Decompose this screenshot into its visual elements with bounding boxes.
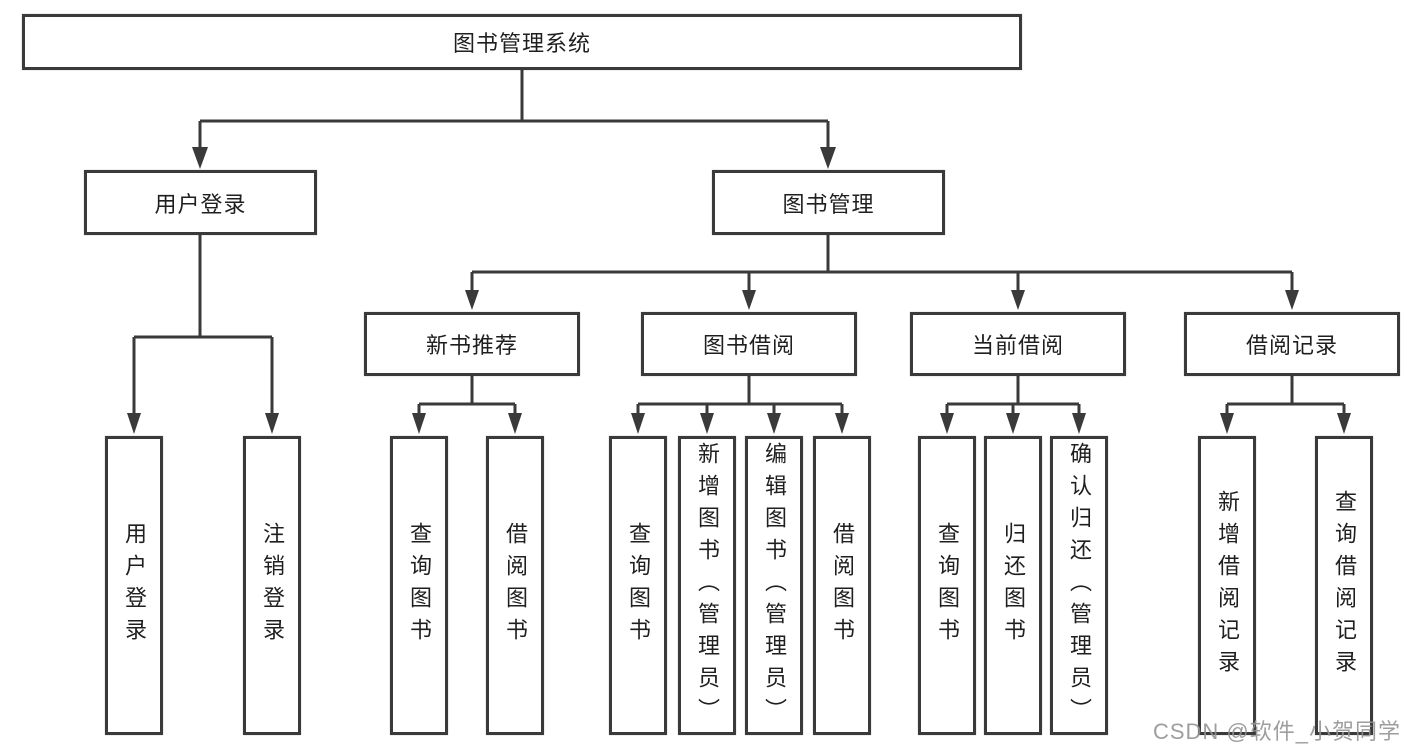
leaf-borrow-edit-books-admin: 编辑图书（管理员）	[745, 436, 803, 735]
node-label: 注销登录	[260, 521, 285, 650]
node-label: 查询借阅记录	[1332, 489, 1357, 682]
node-label: 图书管理系统	[452, 31, 591, 56]
node-label: 借阅图书	[503, 521, 528, 650]
connector-root-to-level2	[192, 70, 836, 169]
node-borrow-records: 借阅记录	[1184, 312, 1400, 376]
leaf-newbook-query-books: 查询图书	[390, 436, 448, 735]
node-label: 新增图书（管理员）	[695, 441, 720, 730]
leaf-borrow-add-books-admin: 新增图书（管理员）	[678, 436, 736, 735]
node-book-management: 图书管理	[712, 170, 945, 235]
connector-current-borrow-children	[940, 376, 1086, 434]
node-label: 当前借阅	[971, 333, 1064, 358]
connector-user-login-children	[127, 235, 279, 434]
node-label: 查询图书	[626, 521, 651, 650]
connector-book-borrow-children	[631, 376, 849, 434]
leaf-borrow-borrow-books: 借阅图书	[813, 436, 871, 735]
node-library-system: 图书管理系统	[22, 14, 1022, 70]
leaf-borrow-query-books: 查询图书	[609, 436, 667, 735]
node-label: 新书推荐	[425, 333, 518, 358]
node-label: 查询图书	[935, 521, 960, 650]
node-label: 图书管理	[782, 191, 875, 217]
node-label: 新增借阅记录	[1215, 489, 1240, 682]
node-label: 编辑图书（管理员）	[762, 441, 787, 730]
connector-book-management-children	[465, 235, 1299, 310]
csdn-watermark: CSDN @软件_小贺同学	[1152, 719, 1401, 744]
leaf-current-return-books: 归还图书	[984, 436, 1042, 735]
node-label: 查询图书	[407, 521, 432, 650]
leaf-current-confirm-return-admin: 确认归还（管理员）	[1050, 436, 1108, 735]
leaf-records-add-record: 新增借阅记录	[1198, 436, 1256, 735]
node-label: 归还图书	[1001, 521, 1026, 650]
leaf-records-query-record: 查询借阅记录	[1315, 436, 1373, 735]
node-label: 确认归还（管理员）	[1067, 441, 1092, 730]
node-label: 用户登录	[122, 521, 147, 650]
node-label: 借阅记录	[1245, 333, 1338, 358]
node-book-borrow: 图书借阅	[641, 312, 857, 376]
leaf-logout: 注销登录	[243, 436, 301, 735]
node-current-borrow: 当前借阅	[910, 312, 1126, 376]
leaf-user-login: 用户登录	[105, 436, 163, 735]
node-label: 借阅图书	[830, 521, 855, 650]
node-new-book-recommend: 新书推荐	[364, 312, 580, 376]
node-label: 图书借阅	[702, 333, 795, 358]
leaf-newbook-borrow-books: 借阅图书	[486, 436, 544, 735]
connector-borrow-records-children	[1220, 376, 1351, 434]
leaf-current-query-books: 查询图书	[918, 436, 976, 735]
connector-new-book-children	[412, 376, 522, 434]
node-user-login: 用户登录	[84, 170, 317, 235]
node-label: 用户登录	[154, 191, 247, 217]
